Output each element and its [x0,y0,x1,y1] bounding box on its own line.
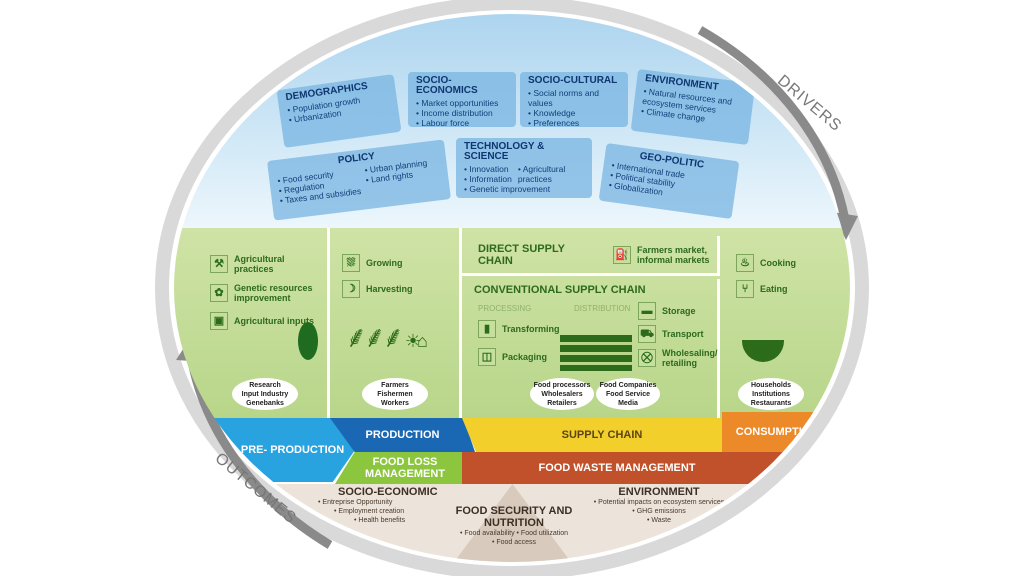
conventional-title: CONVENTIONAL SUPPLY CHAIN [474,284,646,296]
preproduction-column [174,228,330,418]
item-growing: ⛆Growing [342,254,413,272]
carton-icon: ◫ [478,348,496,366]
conventional-supply-chain [462,279,720,418]
watering-icon: ⛆ [342,254,360,272]
seed-sprout-icon [298,322,318,360]
sickle-icon: ☽ [342,280,360,298]
driver-technology-science: TECHNOLOGY & SCIENCE• Innovation• Inform… [456,138,592,198]
cutlery-icon: ⑂ [736,280,754,298]
outcome-socio-economic: SOCIO-ECONOMIC• Entreprise Opportunity• … [318,486,438,524]
processing-label: PROCESSING [478,304,532,313]
item-transforming: ▮Transforming [478,320,560,338]
outcome-food-security: FOOD SECURITY AND NUTRITION• Food availa… [455,505,573,546]
warehouse-icon: ▬ [638,302,656,320]
distribution-label: DISTRIBUTION [574,304,631,313]
item-packaging: ◫Packaging [478,348,560,366]
driver-socio-economics: SOCIO-ECONOMICS• Market opportunities• I… [408,72,516,128]
item-wholesaling: ⛒Wholesaling/ retailing [638,348,718,368]
tools-icon: ⚒ [210,255,228,273]
stage-production: PRODUCTION [330,418,475,452]
pot-icon: ♨ [736,254,754,272]
item-farmers-market: ⛽Farmers market, informal markets [613,245,717,265]
item-harvesting: ☽Harvesting [342,280,413,298]
drivers-arrow [697,26,850,221]
driver-socio-cultural: SOCIO-CULTURAL• Social norms and values•… [520,72,628,128]
truck-icon: ⛟ [638,325,656,343]
produce-crate-icon [560,335,632,371]
item-storage: ▬Storage [638,302,718,320]
stage-supply-chain: SUPPLY CHAIN [462,418,742,452]
item-agricultural-inputs: ▣Agricultural inputs [210,312,318,330]
item-eating: ⑂Eating [736,280,796,298]
outcome-environment: ENVIRONMENT• Potential impacts on ecosys… [593,486,725,524]
production-column [330,228,462,418]
stage-food-loss: FOOD LOSS MANAGEMENT [335,452,475,484]
item-transport: ⛟Transport [638,325,718,343]
bowl-icon [742,340,784,362]
seed-bag-icon: ▣ [210,312,228,330]
direct-supply-title: DIRECT SUPPLY CHAIN [478,242,565,267]
tree-icon: ✿ [210,284,228,302]
crops-farm-icon: ⸙⸙⸙ ☀⌂ [345,321,428,354]
cart-icon: ⛒ [638,349,656,367]
item-agricultural-practices: ⚒Agricultural practices [210,254,318,274]
item-genetic-resources: ✿Genetic resources improvement [210,283,318,303]
item-cooking: ♨Cooking [736,254,796,272]
can-icon: ▮ [478,320,496,338]
basket-icon: ⛽ [613,245,631,264]
direct-supply-chain: DIRECT SUPPLY CHAIN ⛽Farmers market, inf… [462,236,720,276]
